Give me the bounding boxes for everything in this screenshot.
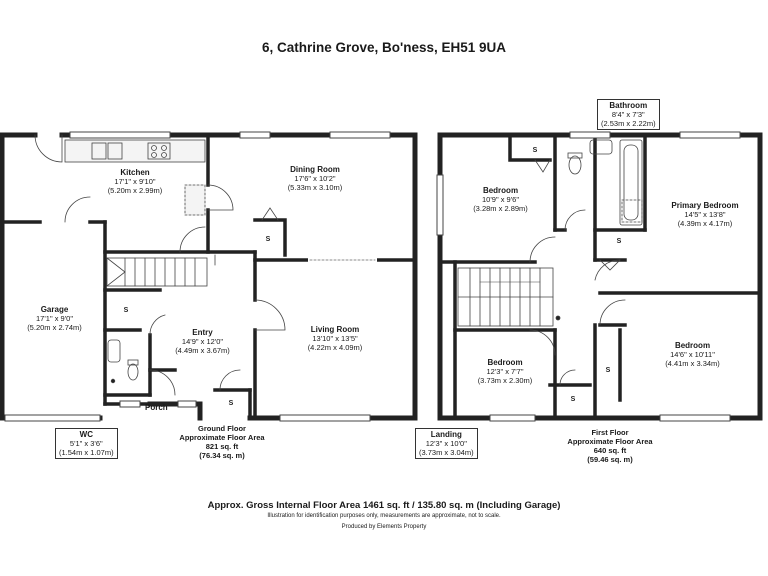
first-floor-area: First Floor Approximate Floor Area 640 s… [550, 428, 670, 464]
room-metric: (5.20m x 2.74m) [27, 323, 82, 332]
first-floor-doors [529, 159, 626, 386]
first-floor-walls [437, 132, 763, 421]
primary-bedroom-label: Primary Bedroom 14'5" x 13'8" (4.39m x 4… [660, 201, 750, 228]
ground-floor-area: Ground Floor Approximate Floor Area 821 … [162, 424, 282, 460]
storage-label: S [570, 396, 576, 403]
room-metric: (3.73m x 2.30m) [477, 376, 533, 385]
room-name: Garage [40, 305, 69, 314]
landing-label: Landing 12'3" x 10'0" (3.73m x 3.04m) [415, 428, 478, 459]
room-name: Living Room [310, 325, 360, 334]
ground-floor-doors [34, 134, 286, 396]
room-imperial: 12'3" x 10'0" [425, 439, 467, 448]
bathroom-label: Bathroom 8'4" x 7'3" (2.53m x 2.22m) [597, 99, 660, 130]
living-room-label: Living Room 13'10" x 13'5" (4.22m x 4.09… [290, 325, 380, 352]
room-metric: (4.41m x 3.34m) [665, 359, 720, 368]
porch-label: Porch [145, 403, 168, 412]
bathroom-fixtures [567, 139, 643, 226]
room-imperial: 14'9" x 12'0" [181, 337, 224, 346]
room-name: Bedroom [674, 341, 711, 350]
room-imperial: 10'9" x 9'6" [482, 195, 519, 204]
disclaimer: Illustration for identification purposes… [267, 513, 501, 519]
area-line1: Ground Floor [198, 424, 246, 433]
area-imperial: 821 sq. ft [205, 442, 239, 451]
room-imperial: 8'4" x 7'3" [611, 110, 645, 119]
room-name: Bedroom [482, 186, 519, 195]
area-metric: (76.34 sq. m) [199, 451, 245, 460]
wc-fixtures [107, 339, 139, 384]
room-name: Kitchen [120, 168, 150, 177]
bedroom-se-label: Bedroom 14'6" x 10'11" (4.41m x 3.34m) [650, 341, 735, 368]
storage-label: S [228, 400, 234, 407]
entry-label: Entry 14'9" x 12'0" (4.49m x 3.67m) [165, 328, 240, 355]
area-line2: Approximate Floor Area [179, 433, 265, 442]
kitchen-label: Kitchen 17'1" x 9'10" (5.20m x 2.99m) [95, 168, 175, 195]
gross-floor-area: Approx. Gross Internal Floor Area 1461 s… [207, 500, 561, 511]
room-name: Bathroom [609, 101, 648, 110]
bedroom-sw-label: Bedroom 12'3" x 7'7" (3.73m x 2.30m) [465, 358, 545, 385]
dining-room-label: Dining Room 17'6" x 10'2" (5.33m x 3.10m… [270, 165, 360, 192]
room-metric: (1.54m x 1.07m) [59, 448, 114, 457]
area-metric: (59.46 sq. m) [587, 455, 633, 464]
storage-label: S [605, 367, 611, 374]
room-metric: (2.53m x 2.22m) [601, 119, 656, 128]
ground-floor-interior-walls [0, 133, 417, 420]
room-imperial: 17'6" x 10'2" [294, 174, 336, 183]
room-imperial: 13'10" x 13'5" [312, 334, 358, 343]
first-floor-stairs [457, 267, 561, 327]
kitchen-counter [64, 139, 206, 216]
room-imperial: 14'6" x 10'11" [670, 350, 715, 359]
room-name: Bedroom [487, 358, 523, 367]
room-metric: (4.39m x 4.17m) [677, 219, 733, 228]
area-line2: Approximate Floor Area [567, 437, 653, 446]
wc-label: WC 5'1" x 3'6" (1.54m x 1.07m) [55, 428, 118, 459]
first-floor-windows [436, 131, 741, 422]
room-imperial: 5'1" x 3'6" [69, 439, 103, 448]
room-imperial: 17'1" x 9'0" [36, 314, 73, 323]
room-metric: (4.49m x 3.67m) [175, 346, 230, 355]
storage-label: S [532, 147, 538, 154]
storage-label: S [123, 307, 129, 314]
ground-floor-stairs [106, 257, 208, 287]
storage-label: S [616, 238, 622, 245]
room-metric: (4.22m x 4.09m) [307, 343, 363, 352]
room-metric: (3.28m x 2.89m) [473, 204, 528, 213]
room-name: Primary Bedroom [671, 201, 739, 210]
bedroom-nw-label: Bedroom 10'9" x 9'6" (3.28m x 2.89m) [463, 186, 538, 213]
room-name: Entry [192, 328, 213, 337]
room-name: Landing [430, 430, 462, 439]
storage-label: S [265, 236, 271, 243]
room-name: Dining Room [290, 165, 340, 174]
ground-floor-windows [4, 131, 391, 422]
room-imperial: 12'3" x 7'7" [486, 367, 524, 376]
room-imperial: 17'1" x 9'10" [114, 177, 156, 186]
room-metric: (5.20m x 2.99m) [107, 186, 163, 195]
page-title: 6, Cathrine Grove, Bo'ness, EH51 9UA [261, 40, 507, 55]
area-line1: First Floor [591, 428, 629, 437]
producer-credit: Produced by Elements Property [341, 524, 427, 530]
garage-label: Garage 17'1" x 9'0" (5.20m x 2.74m) [12, 305, 97, 332]
area-imperial: 640 sq. ft [593, 446, 627, 455]
room-metric: (5.33m x 3.10m) [287, 183, 343, 192]
room-imperial: 14'5" x 13'8" [684, 210, 726, 219]
room-name: WC [79, 430, 93, 439]
room-metric: (3.73m x 3.04m) [419, 448, 474, 457]
